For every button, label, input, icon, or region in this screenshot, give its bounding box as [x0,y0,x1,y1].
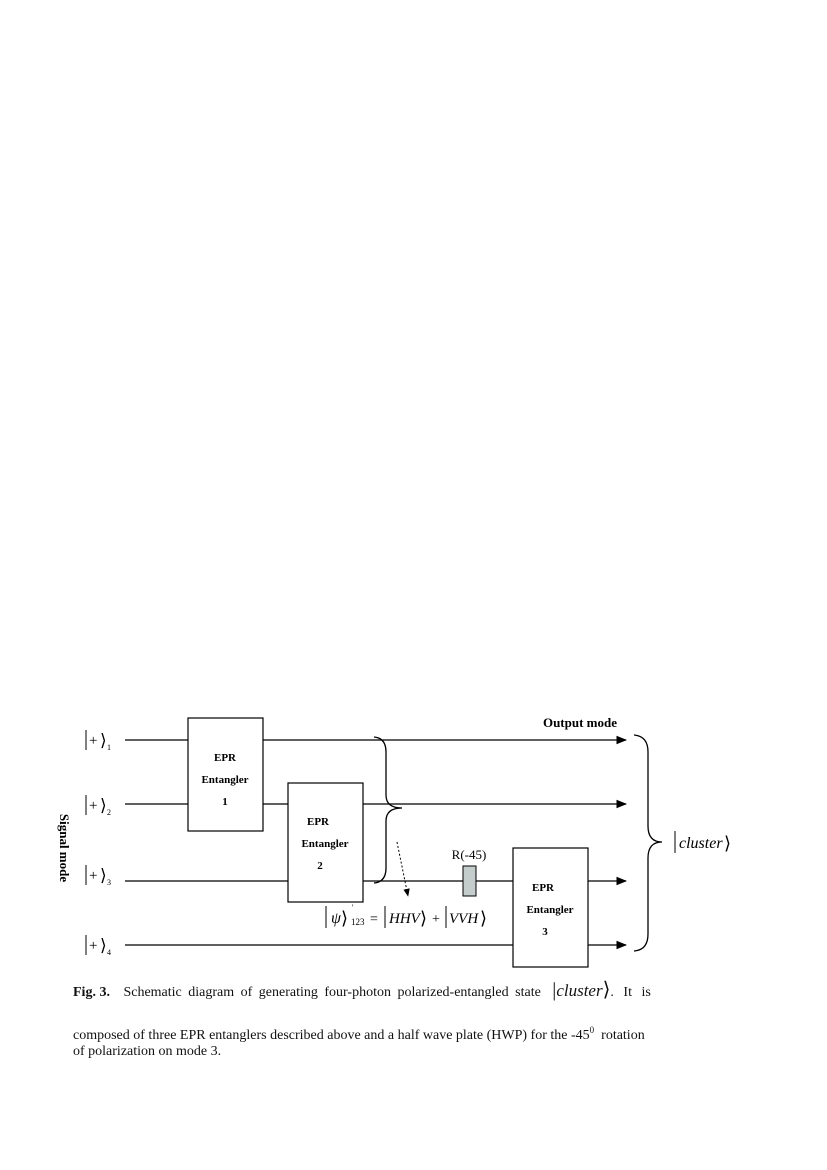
svg-text:HHV: HHV [388,911,422,927]
svg-text:VVH: VVH [449,911,479,927]
psi-state-equation: ψ ⟩ ' 123 = HHV ⟩ + VVH ⟩ [325,903,487,928]
caption-text-b: . It is [610,985,651,1000]
svg-text:⟩: ⟩ [420,908,427,928]
caption-line-2-text: composed of three EPR entanglers describ… [73,1028,590,1043]
input-ket-1: + ⟩ 1 [85,730,111,752]
svg-text:Entangler: Entangler [201,774,248,786]
svg-text:+: + [89,868,97,884]
half-wave-plate [462,865,477,897]
svg-text:cluster: cluster [679,835,723,852]
svg-text:=: = [370,912,378,927]
svg-text:⟩: ⟩ [100,796,107,815]
input-ket-2: + ⟩ 2 [85,795,111,817]
svg-text:⟩: ⟩ [100,731,107,750]
svg-text:Entangler: Entangler [526,904,573,916]
svg-text:+: + [89,733,97,749]
psi-pointer-arrow [396,841,410,897]
input-ket-3: + ⟩ 3 [85,865,111,887]
svg-text:4: 4 [107,948,111,957]
svg-text:+: + [432,912,440,927]
svg-text:2: 2 [107,808,111,817]
svg-text:3: 3 [542,926,548,938]
cluster-state-label: cluster ⟩ [674,831,731,853]
svg-text:1: 1 [222,796,228,808]
caption-cluster-state: cluster [556,981,603,1000]
epr-entangler-3: EPR Entangler 3 [512,847,589,968]
caption-line-2-end: rotation [601,1028,645,1043]
svg-text:⟩: ⟩ [100,936,107,955]
svg-text:EPR: EPR [532,882,555,894]
svg-text:⟩: ⟩ [724,833,731,853]
svg-text:EPR: EPR [214,752,237,764]
svg-text:3: 3 [107,878,111,887]
svg-text:': ' [352,903,354,912]
svg-text:EPR: EPR [307,816,330,828]
figure-label: Fig. 3. [73,985,110,1000]
caption-line-2: composed of three EPR entanglers describ… [73,1020,645,1046]
hwp-label: R(-45) [452,847,487,862]
svg-text:⟩: ⟩ [100,866,107,885]
caption-text-a: Schematic diagram of generating four-pho… [123,985,541,1000]
svg-text:⟩: ⟩ [480,908,487,928]
svg-text:ψ: ψ [331,910,342,927]
brace-outputs [633,734,663,952]
svg-text:Entangler: Entangler [301,838,348,850]
svg-text:1: 1 [107,743,111,752]
svg-text:⟩: ⟩ [341,908,348,928]
epr-entangler-2: EPR Entangler 2 [287,782,364,903]
output-mode-label: Output mode [543,715,617,730]
brace-modes-1-3 [373,736,403,884]
caption-line-3: of polarization on mode 3. [73,1044,222,1059]
signal-mode-label: Signal mode [57,814,72,882]
caption-degree: 0 [589,1025,595,1035]
epr-entangler-1: EPR Entangler 1 [187,717,264,832]
caption-line-1: Fig. 3. Schematic diagram of generating … [73,979,651,1001]
svg-text:+: + [89,798,97,814]
svg-text:123: 123 [351,917,365,927]
input-ket-4: + ⟩ 4 [85,935,111,957]
svg-text:2: 2 [317,860,323,872]
svg-text:+: + [89,938,97,954]
